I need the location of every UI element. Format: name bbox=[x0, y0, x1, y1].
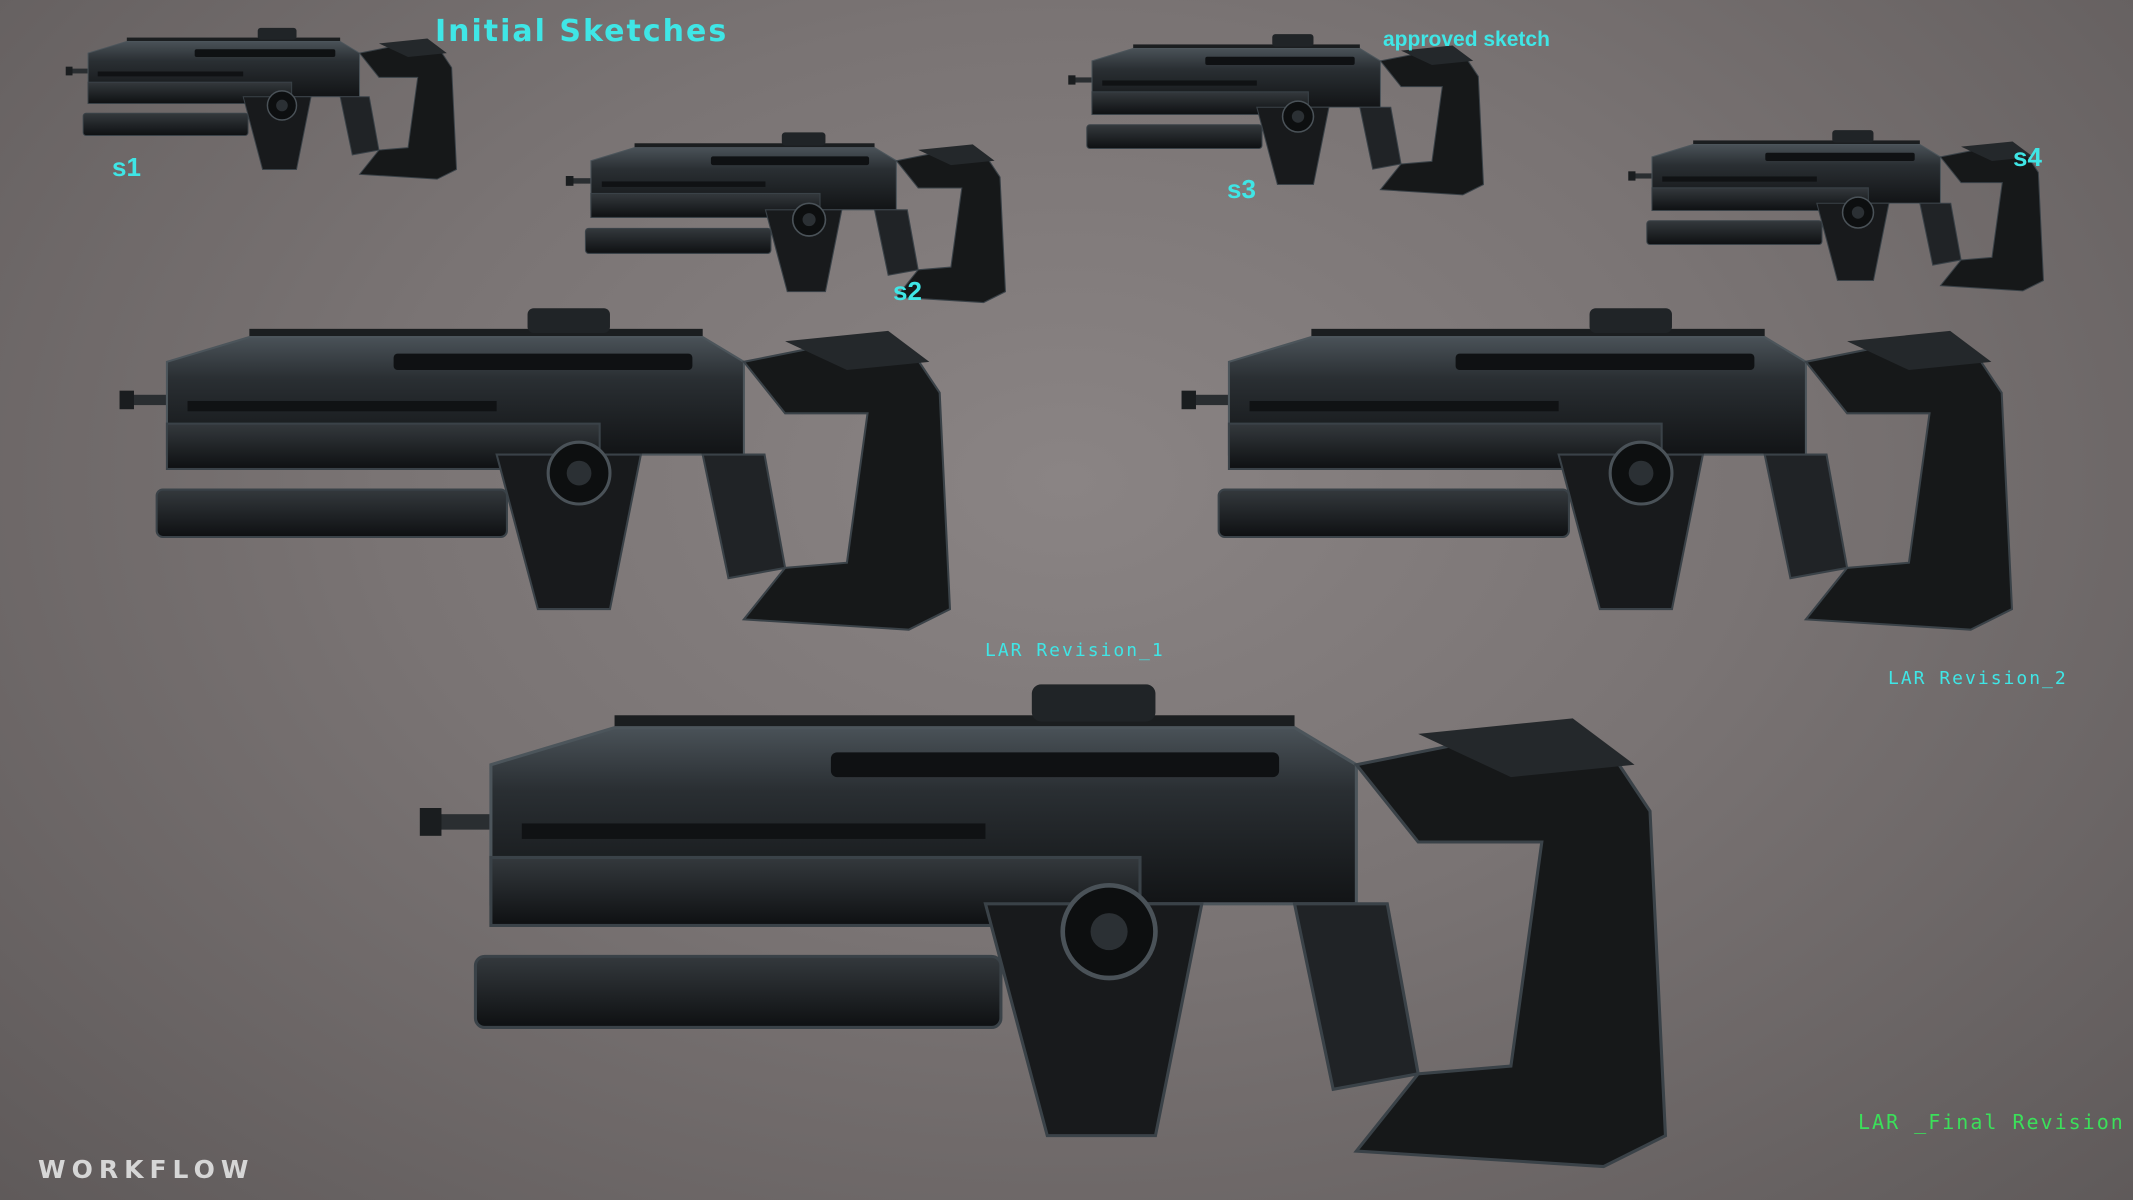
final-revision-label: LAR _Final Revision bbox=[1858, 1110, 2125, 1134]
sketch-label-s2: s2 bbox=[893, 276, 922, 306]
workflow-watermark: WORKFLOW bbox=[38, 1155, 255, 1184]
revision-2-label: LAR Revision_2 bbox=[1888, 668, 2068, 689]
revision-1-label: LAR Revision_1 bbox=[985, 640, 1165, 661]
final-revision-image bbox=[320, 672, 1790, 1182]
sketch-s1-image bbox=[64, 27, 458, 180]
sketch-label-s4: s4 bbox=[2013, 142, 2042, 172]
revision-2-image bbox=[1179, 306, 2014, 632]
sketch-label-s1: s1 bbox=[112, 152, 141, 182]
page-title: Initial Sketches bbox=[435, 14, 729, 49]
approved-sketch-note: approved sketch bbox=[1383, 28, 1550, 51]
sketch-s3-image bbox=[1067, 33, 1485, 196]
sketch-s2-image bbox=[564, 131, 1007, 304]
revision-1-image bbox=[118, 306, 952, 632]
sketch-label-s3: s3 bbox=[1227, 174, 1256, 204]
